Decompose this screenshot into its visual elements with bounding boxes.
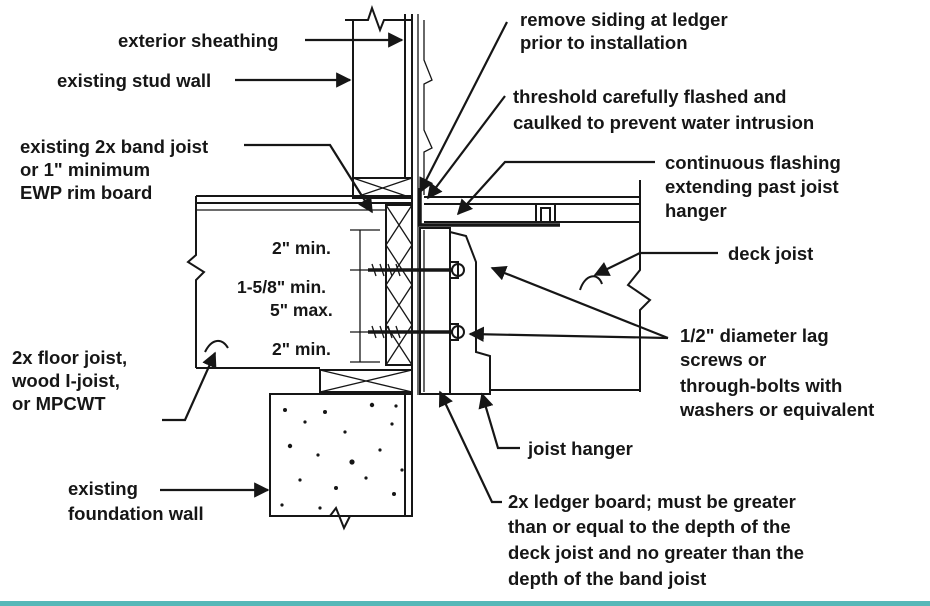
bottom-accent-band <box>0 601 930 606</box>
label-deck-joist: deck joist <box>728 243 813 264</box>
label-exterior-sheathing: exterior sheathing <box>118 30 278 51</box>
label-flashing: continuous flashing extending past joist… <box>665 152 846 221</box>
siding-shape <box>423 20 433 195</box>
label-existing-stud-wall: existing stud wall <box>57 70 211 91</box>
interior-floor-shape <box>186 195 412 369</box>
label-threshold: threshold carefully flashed and caulked … <box>513 86 814 133</box>
label-joist-hanger: joist hanger <box>527 438 633 459</box>
band-joist-shape <box>319 177 413 393</box>
structure-drawing <box>186 4 652 531</box>
label-foundation-wall: existing foundation wall <box>68 478 204 524</box>
ledger-board-shape <box>419 227 451 395</box>
flashing-shape <box>418 188 560 227</box>
label-remove-siding: remove siding at ledger prior to install… <box>520 9 733 53</box>
label-band-joist: existing 2x band joist or 1" minimum EWP… <box>20 136 213 203</box>
dimension-bottom: 2" min. <box>272 339 331 359</box>
foundation-wall-shape <box>269 393 413 531</box>
lag-screws <box>368 261 465 341</box>
label-ledger-board: 2x ledger board; must be greater than or… <box>508 491 809 589</box>
joist-hanger-shape <box>430 231 491 395</box>
label-floor-joist: 2x floor joist, wood I-joist, or MPCWT <box>11 347 132 414</box>
label-lag-screws: 1/2" diameter lag screws or through-bolt… <box>679 325 874 420</box>
labels: exterior sheathing existing stud wall ex… <box>11 9 874 589</box>
dimension-middle: 1-5/8" min. 5" max. <box>237 277 333 320</box>
leader-lines <box>160 21 718 504</box>
stud-wall-shape <box>345 4 419 395</box>
dimension-top: 2" min. <box>272 238 331 258</box>
dimension-lines <box>350 229 380 363</box>
